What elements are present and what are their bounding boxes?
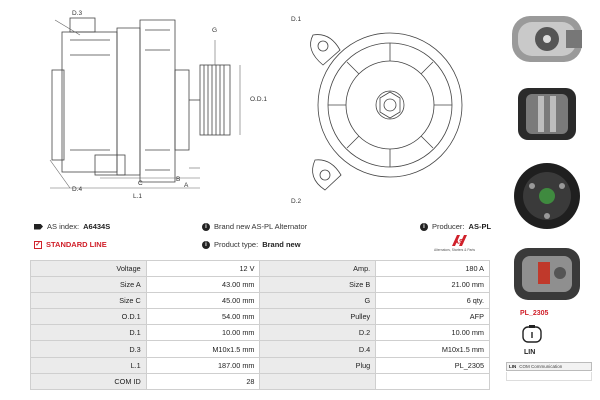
dim-label-g: G (212, 27, 218, 34)
dim-label-od1: O.D.1 (250, 96, 267, 103)
lin-plug-icon (522, 325, 542, 343)
dim-label-l1: L.1 (133, 193, 143, 200)
spec-value-left: 54.00 mm (145, 308, 261, 326)
spec-key-left: Voltage (30, 259, 147, 278)
com-legend: LIN COM Communication (506, 362, 592, 371)
brand-label: Brand new AS-PL Alternator (214, 222, 308, 231)
spec-key-right (259, 372, 377, 390)
checkbox-icon: ✓ (34, 240, 42, 249)
as-logo-mark: AS (452, 235, 467, 246)
as-index-label: AS index: (47, 222, 80, 231)
producer-row: i Producer: AS-PL (420, 222, 491, 231)
standard-line-row: ✓ STANDARD LINE (34, 240, 107, 249)
spec-value-left: 12 V (145, 259, 261, 278)
as-logo: AS Alternators, Starters & Parts (432, 234, 490, 256)
lin-caption: LIN (524, 349, 536, 356)
spec-value-left: 43.00 mm (145, 276, 261, 294)
dim-label-d2: D.2 (291, 198, 302, 205)
spec-key-right: G (259, 292, 377, 310)
spec-key-right: Size B (259, 276, 377, 294)
spec-value-right: 180 A (375, 259, 490, 278)
spec-key-left: COM ID (30, 372, 147, 390)
spec-value-left: 187.00 mm (145, 356, 261, 374)
spec-value-right: M10x1.5 mm (375, 340, 490, 358)
as-logo-text: AS (454, 239, 464, 246)
spec-key-right: D.4 (259, 340, 377, 358)
spec-key-left: D.3 (30, 340, 147, 358)
producer-label: Producer: (432, 222, 465, 231)
info-icon: i (420, 222, 428, 231)
thumbnail-alternator-plug[interactable] (502, 240, 592, 308)
alternator-side-view (49, 17, 241, 189)
spec-key-left: O.D.1 (30, 308, 147, 326)
info-icon: i (202, 240, 210, 249)
standard-line-label: STANDARD LINE (46, 240, 107, 249)
spec-value-right: 6 qty. (375, 292, 490, 310)
spec-key-right: Pulley (259, 308, 377, 326)
thumbnail-alternator-side[interactable] (502, 78, 592, 150)
dim-label-d3: D.3 (72, 10, 83, 17)
info-icon: i (202, 222, 210, 231)
spec-key-left: L.1 (30, 356, 147, 374)
as-logo-tagline: Alternators, Starters & Parts (434, 248, 476, 252)
spec-key-right: Amp. (259, 259, 377, 278)
spec-value-left: M10x1.5 mm (145, 340, 261, 358)
spec-value-right: PL_2305 (375, 356, 490, 374)
dim-label-c: C (138, 180, 143, 187)
brand-row: i Brand new AS-PL Alternator (202, 222, 307, 231)
spec-value-left: 45.00 mm (145, 292, 261, 310)
spec-key-right: Plug (259, 356, 377, 374)
spec-key-left: D.1 (30, 324, 147, 342)
tag-icon (34, 223, 43, 230)
com-text: COM Communication (519, 364, 563, 369)
plug-caption: PL_2305 (520, 310, 549, 317)
com-code: LIN (509, 364, 517, 369)
producer-value: AS-PL (468, 222, 492, 231)
spec-key-left: Size C (30, 292, 147, 310)
spec-value-left: 28 (145, 372, 261, 390)
product-type-value: Brand new (262, 240, 301, 249)
as-index-value: A6434S (83, 222, 111, 231)
product-type-row: i Product type: Brand new (202, 240, 301, 249)
spec-value-right: 21.00 mm (375, 276, 490, 294)
spec-value-left: 10.00 mm (145, 324, 261, 342)
dim-label-d4: D.4 (72, 186, 83, 193)
technical-drawing: D.3 G O.D.1 D.4 C B A L.1 (0, 0, 500, 218)
thumbnail-alternator-angle[interactable] (502, 2, 592, 74)
dim-label-a: A (184, 182, 189, 189)
dim-label-b: B (176, 176, 181, 183)
spec-key-right: D.2 (259, 324, 377, 342)
spec-value-right: AFP (375, 308, 490, 326)
thumbnail-alternator-rear[interactable] (502, 156, 592, 236)
spec-value-right: 10.00 mm (375, 324, 490, 342)
spec-value-right (375, 372, 490, 390)
dim-label-d1: D.1 (291, 16, 302, 23)
thumbnail-strip: PL_2305 LIN LIN COM Communication (498, 0, 600, 400)
alternator-front-view (310, 32, 463, 191)
as-index-row: AS index: A6434S (34, 222, 110, 231)
spec-key-left: Size A (30, 276, 147, 294)
com-legend-spacer (506, 372, 592, 381)
product-type-label: Product type: (214, 240, 259, 249)
